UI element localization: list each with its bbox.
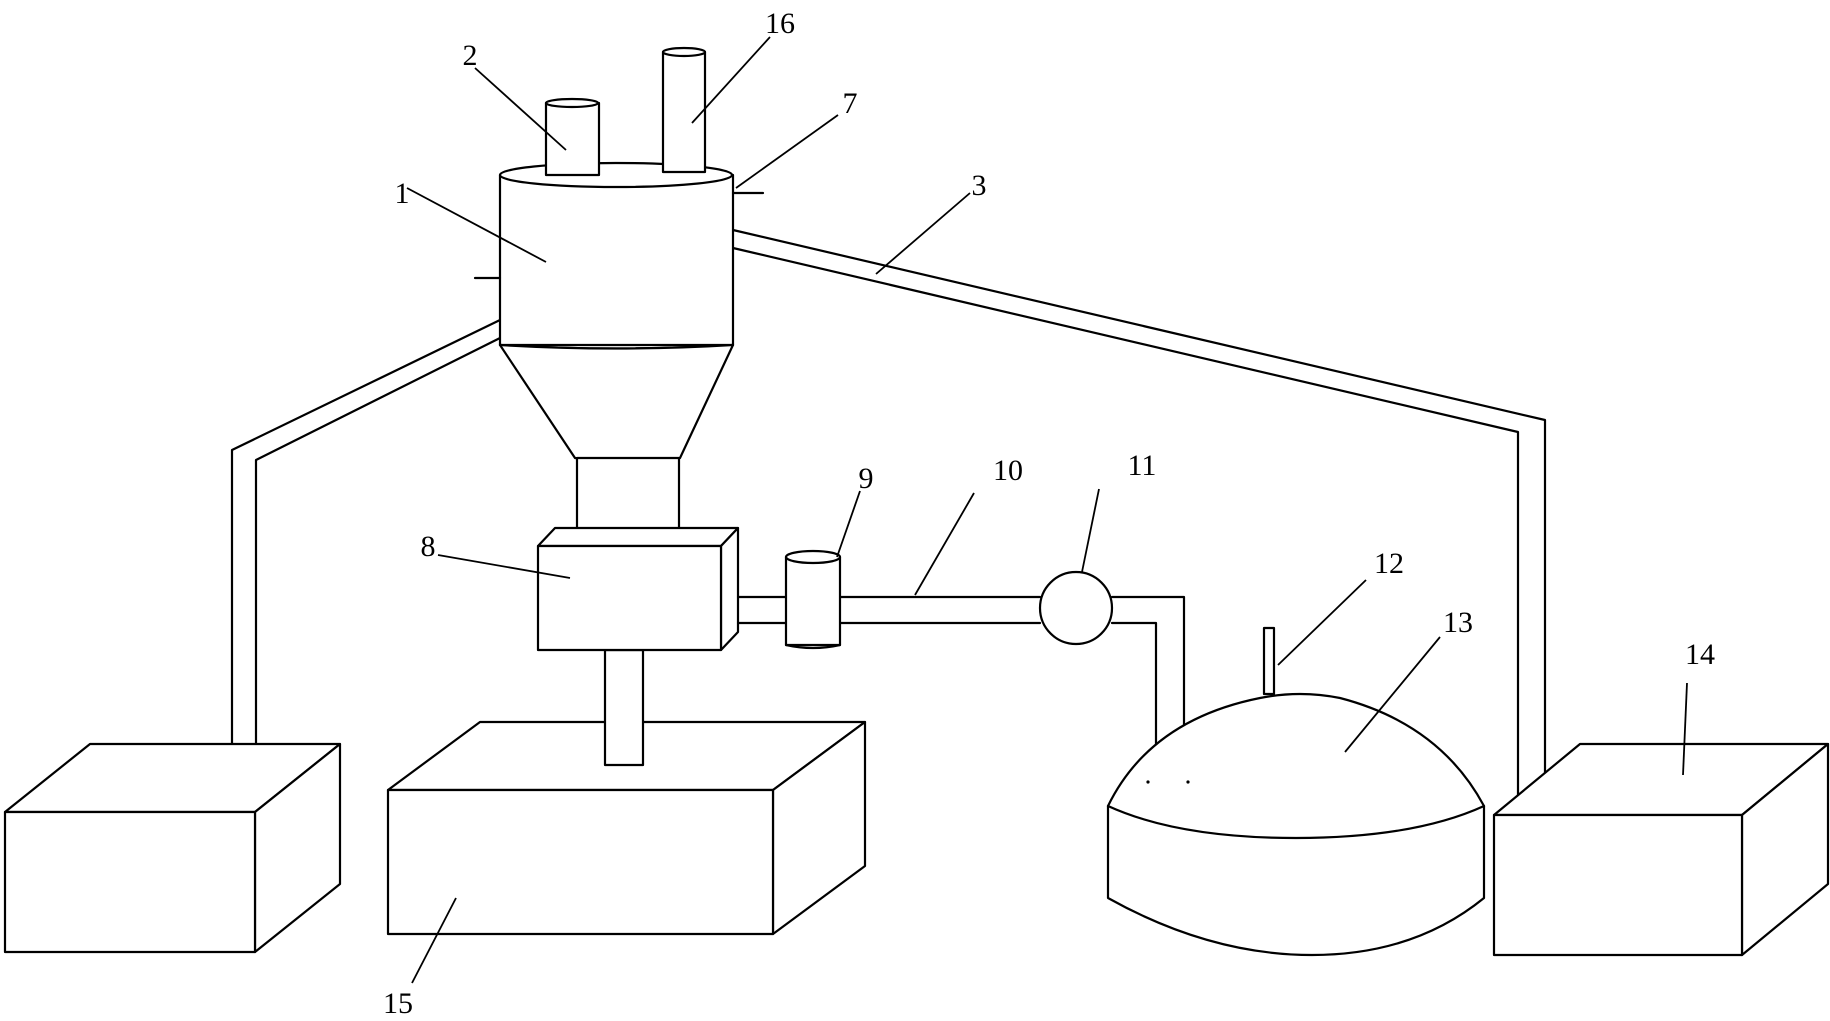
label-14: 14 [1685, 638, 1715, 671]
label-13: 13 [1443, 606, 1473, 639]
left-tank-box [3, 742, 342, 954]
connector-8-to-9 [736, 595, 788, 625]
label-8: 8 [421, 530, 436, 563]
rod-12 [1262, 626, 1276, 696]
box-14 [1492, 742, 1830, 957]
part-labels: 1 2 3 7 8 9 10 11 12 13 14 15 16 [383, 7, 1715, 1020]
label-12: 12 [1374, 547, 1404, 580]
label-2: 2 [463, 39, 478, 72]
label-16: 16 [765, 7, 795, 40]
box-15 [386, 720, 867, 936]
vessel-1 [473, 161, 765, 535]
fitting-9 [784, 549, 842, 650]
label-1: 1 [395, 177, 410, 210]
label-7: 7 [843, 87, 858, 120]
label-11: 11 [1128, 449, 1157, 482]
valve-11 [1038, 570, 1114, 646]
unit-8 [536, 526, 740, 652]
inlet-2 [544, 97, 601, 177]
pipe-16 [661, 46, 707, 174]
label-9: 9 [859, 462, 874, 495]
left-discharge-pipe [230, 318, 502, 787]
pipe-3 [731, 228, 1547, 808]
drop-pipe-8-to-15 [603, 648, 645, 767]
label-15: 15 [383, 987, 413, 1020]
label-10: 10 [993, 454, 1023, 487]
tank-13 [1106, 692, 1486, 957]
label-3: 3 [972, 169, 987, 202]
pipe-10 [838, 595, 1186, 747]
leader-lines [406, 36, 1688, 984]
